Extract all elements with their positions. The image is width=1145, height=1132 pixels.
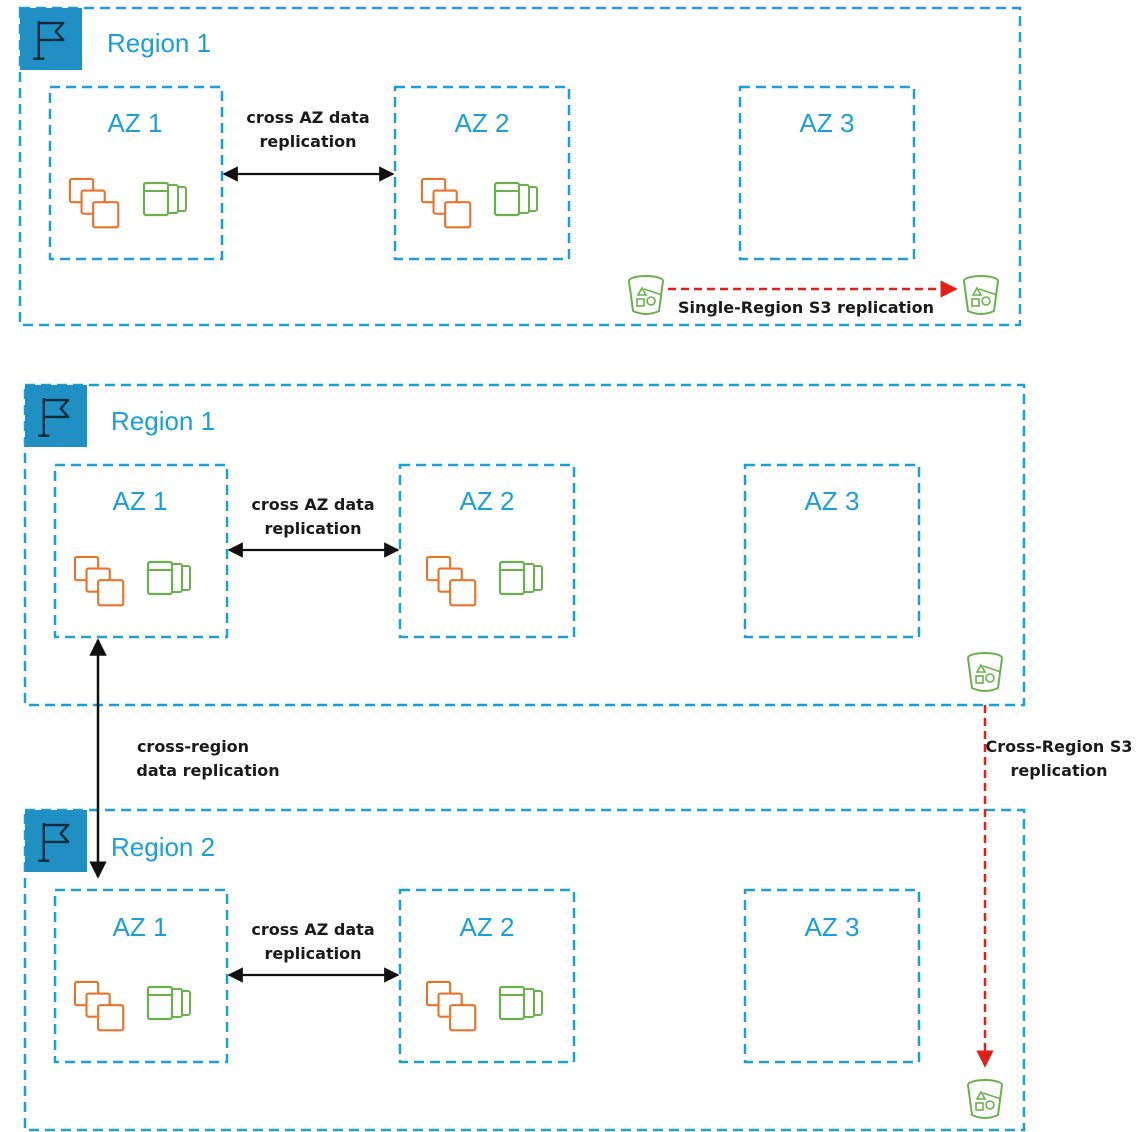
- az-2-box: [393, 85, 571, 261]
- az-1-label: AZ 1: [113, 912, 168, 942]
- az-2-label: AZ 2: [460, 912, 515, 942]
- az-1-box: [53, 463, 229, 639]
- cross-region-label-line1: cross-region: [137, 737, 249, 756]
- cross-az-label-line2: replication: [265, 944, 362, 963]
- cross-az-label-line2: replication: [260, 132, 357, 151]
- cross-az-label-line2: replication: [265, 519, 362, 538]
- s3-bucket-icon: [628, 275, 664, 315]
- cross-az-label-line1: cross AZ data: [251, 495, 374, 514]
- flag-icon: [20, 8, 82, 70]
- compute-icon: [68, 177, 120, 229]
- az-2-label: AZ 2: [455, 108, 510, 138]
- storage-icon: [498, 560, 544, 596]
- az-3-label: AZ 3: [805, 912, 860, 942]
- az-1-label: AZ 1: [108, 108, 163, 138]
- az-3-label: AZ 3: [800, 108, 855, 138]
- az-3-box: [743, 888, 921, 1064]
- diagram-single-region: Region 1 AZ 1 AZ 2 AZ 3 cross AZ data re…: [18, 6, 1022, 327]
- storage-icon: [493, 181, 539, 217]
- s3-bucket-icon: [967, 1079, 1003, 1119]
- single-region-s3-label: Single-Region S3 replication: [678, 298, 934, 317]
- cross-az-label-line1: cross AZ data: [246, 108, 369, 127]
- region-1-container: [23, 383, 1026, 707]
- az-2-box: [398, 888, 576, 1064]
- az-2-label: AZ 2: [460, 486, 515, 516]
- region-2-label: Region 2: [111, 832, 215, 862]
- compute-icon: [425, 980, 477, 1032]
- region-2-container: [23, 808, 1026, 1132]
- region-label: Region 1: [107, 28, 211, 58]
- region-1-label: Region 1: [111, 406, 215, 436]
- compute-icon: [425, 555, 477, 607]
- cross-region-s3-label-line1: Cross-Region S3: [985, 737, 1132, 756]
- compute-icon: [420, 177, 472, 229]
- s3-bucket-icon: [963, 275, 999, 315]
- compute-icon: [73, 555, 125, 607]
- az-1-box: [48, 85, 224, 261]
- region-1-container: [18, 6, 1022, 327]
- storage-icon: [146, 560, 192, 596]
- az-3-box: [738, 85, 916, 261]
- s3-bucket-icon: [967, 652, 1003, 692]
- az-1-label: AZ 1: [113, 486, 168, 516]
- cross-region-s3-label-line2: replication: [1011, 761, 1108, 780]
- az-1-box: [53, 888, 229, 1064]
- storage-icon: [142, 181, 188, 217]
- flag-icon: [25, 810, 87, 872]
- storage-icon: [498, 985, 544, 1021]
- diagram-cross-region: Region 1 AZ 1 AZ 2 AZ 3 cross AZ data re…: [23, 383, 1133, 1132]
- flag-icon: [25, 385, 87, 447]
- az-3-box: [743, 463, 921, 639]
- az-2-box: [398, 463, 576, 639]
- cross-az-label-line1: cross AZ data: [251, 920, 374, 939]
- az-3-label: AZ 3: [805, 486, 860, 516]
- storage-icon: [146, 985, 192, 1021]
- cross-region-label-line2: data replication: [136, 761, 279, 780]
- compute-icon: [73, 980, 125, 1032]
